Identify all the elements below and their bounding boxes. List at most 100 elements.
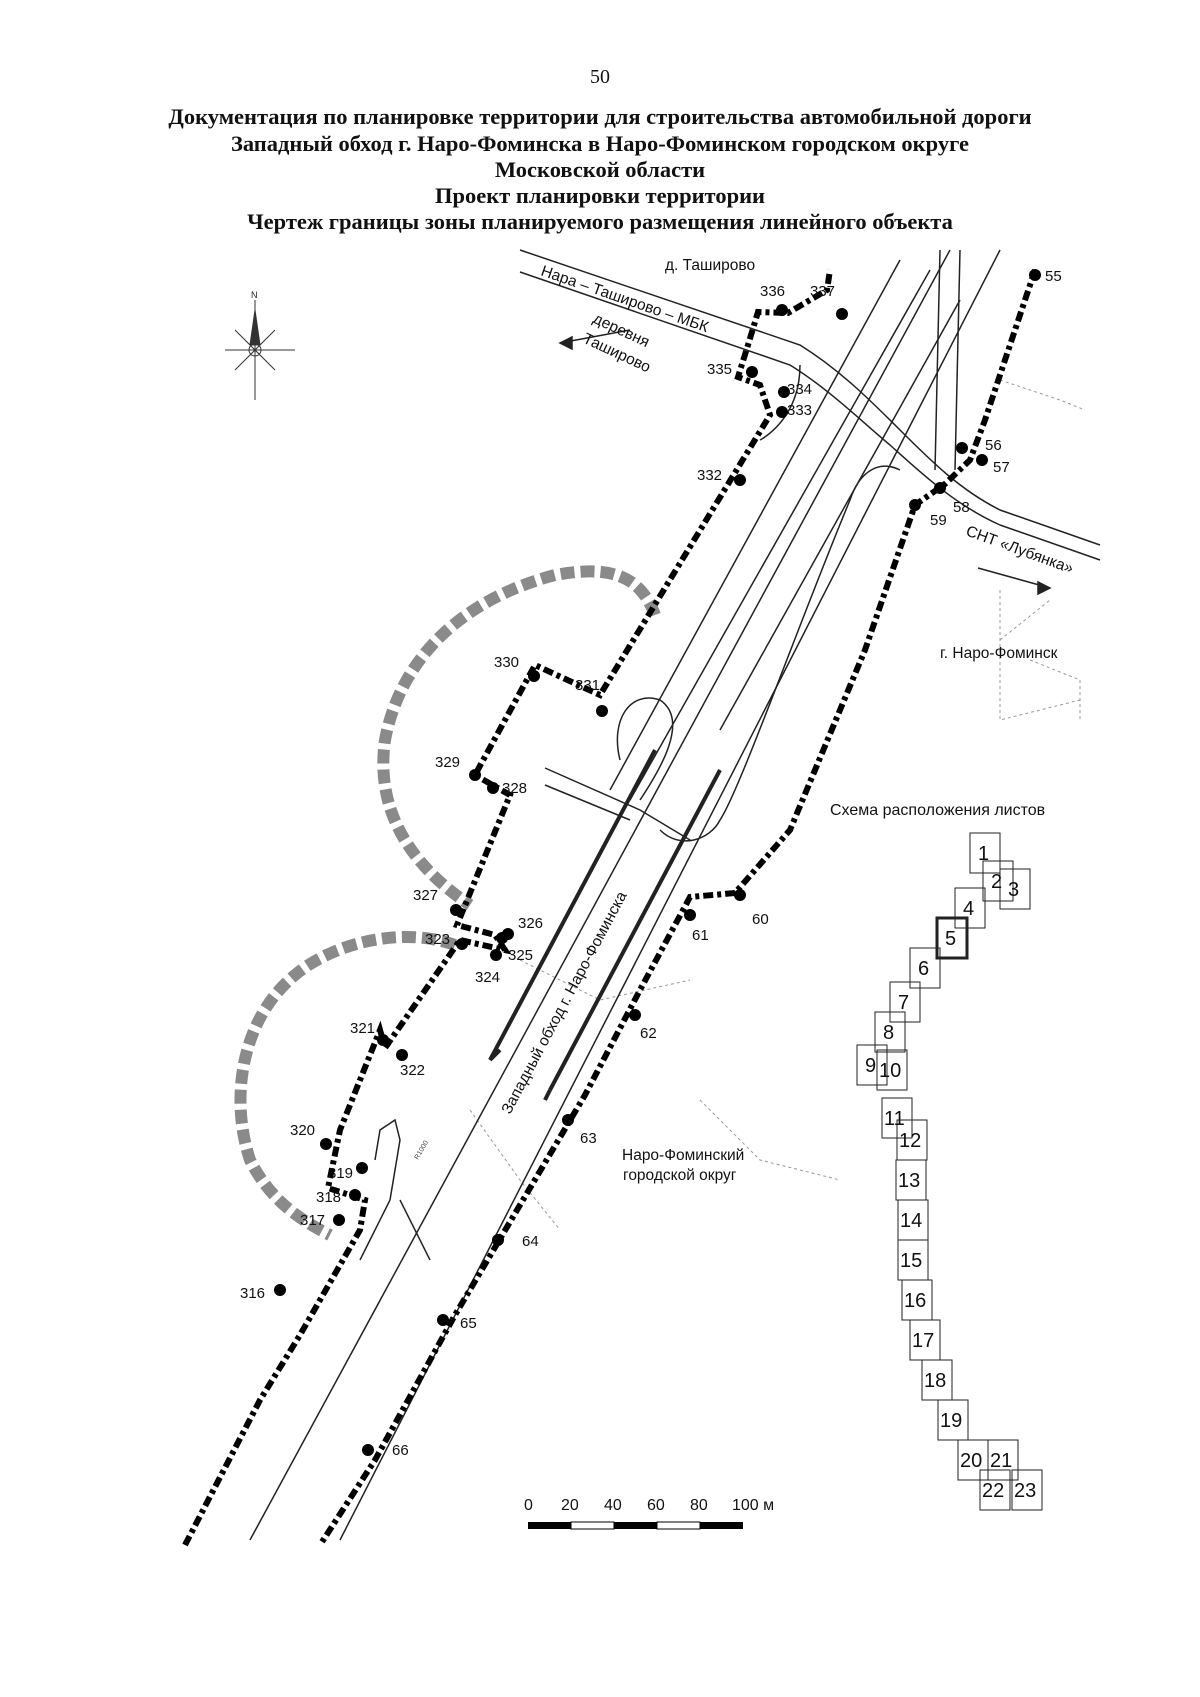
scale-tick-60: 60 <box>647 1497 665 1514</box>
point-label-317: 317 <box>300 1212 325 1229</box>
point-label-324: 324 <box>475 969 500 986</box>
title-line-5: Чертеж границы зоны планируемого размеще… <box>247 209 953 234</box>
point-label-333: 333 <box>787 402 812 419</box>
point-label-57: 57 <box>993 459 1010 476</box>
sheet-box <box>935 916 969 960</box>
point-label-64: 64 <box>522 1233 539 1250</box>
point-label-59: 59 <box>930 512 947 529</box>
road-network <box>249 249 1101 1541</box>
sheet-box <box>856 1044 888 1086</box>
point-label-329: 329 <box>435 754 460 771</box>
point-label-320: 320 <box>290 1122 315 1139</box>
point-label-55: 55 <box>1045 268 1062 285</box>
point-label-336: 336 <box>760 283 785 300</box>
point-label-334: 334 <box>787 381 812 398</box>
sheet-label: 11 <box>884 1108 905 1130</box>
sheet-label: 14 <box>900 1210 922 1232</box>
point-label-332: 332 <box>697 467 722 484</box>
sheet-label: 2 <box>991 871 1002 893</box>
sheet-label: 18 <box>924 1370 946 1392</box>
sheet-label: 10 <box>879 1060 901 1082</box>
district-label-1: Наро-Фоминский <box>622 1147 744 1164</box>
boundary-points <box>274 269 1041 1456</box>
point-label-322: 322 <box>400 1062 425 1079</box>
point-label-316: 316 <box>240 1285 265 1302</box>
sheet-label: 5 <box>945 928 956 950</box>
sheet-box <box>909 947 941 989</box>
sheet-label: 21 <box>990 1450 1012 1472</box>
point-label-330: 330 <box>494 654 519 671</box>
sheet-layout-title: Схема расположения листов <box>830 802 1045 819</box>
zone-boundary <box>234 565 661 1241</box>
point-label-335: 335 <box>707 361 732 378</box>
sheet-label: 12 <box>899 1130 921 1152</box>
sheet-box <box>999 868 1031 910</box>
point-label-63: 63 <box>580 1130 597 1147</box>
sheet-box <box>876 1049 908 1091</box>
village-label: д. Таширово <box>665 257 755 274</box>
scale-tick-20: 20 <box>561 1497 579 1514</box>
sheet-label: 23 <box>1014 1480 1036 1502</box>
point-label-321: 321 <box>350 1020 375 1037</box>
page-number: 50 <box>590 66 610 88</box>
compass-north-letter: N <box>251 290 258 300</box>
title-line-1: Документация по планировке территории дл… <box>168 104 1032 129</box>
point-label-325: 325 <box>508 947 533 964</box>
point-label-337: 337 <box>810 283 835 300</box>
point-label-318: 318 <box>316 1189 341 1206</box>
point-label-58: 58 <box>953 499 970 516</box>
city-label: г. Наро-Фоминск <box>940 645 1058 662</box>
scale-tick-80: 80 <box>690 1497 708 1514</box>
sheet-label: 17 <box>912 1330 934 1352</box>
sheet-label: 3 <box>1008 879 1019 901</box>
cadastral-background <box>469 379 1086 1231</box>
sheet-box <box>969 832 1001 874</box>
sheet-box <box>982 860 1014 902</box>
district-label-2: городской округ <box>623 1167 737 1184</box>
sheet-label: 4 <box>963 898 974 920</box>
radius-label: R1000 <box>414 1140 430 1161</box>
sheet-label: 15 <box>900 1250 922 1272</box>
point-label-62: 62 <box>640 1025 657 1042</box>
sheet-label: 13 <box>898 1170 920 1192</box>
point-label-328: 328 <box>502 780 527 797</box>
scale-tick-40: 40 <box>604 1497 622 1514</box>
sheet-label: 6 <box>918 958 929 980</box>
sheet-box <box>979 1469 1011 1511</box>
point-label-66: 66 <box>392 1442 409 1459</box>
point-label-326: 326 <box>518 915 543 932</box>
sheet-box <box>987 1439 1019 1481</box>
compass-rose: N <box>225 290 295 400</box>
sheet-label: 8 <box>883 1022 894 1044</box>
scale-tick-100: 100 м <box>732 1497 774 1514</box>
point-label-65: 65 <box>460 1315 477 1332</box>
point-label-319: 319 <box>328 1165 353 1182</box>
sheet-box <box>874 1011 906 1053</box>
point-label-323: 323 <box>425 931 450 948</box>
point-label-331: 331 <box>575 677 600 694</box>
title-line-3: Московской области <box>494 157 706 182</box>
sheet-label: 20 <box>960 1450 982 1472</box>
sheet-box <box>937 1399 969 1441</box>
title-line-2: Западный обход г. Наро-Фоминска в Наро-Ф… <box>230 131 970 156</box>
scale-bar: 0 20 40 60 80 100 м <box>524 1497 774 1530</box>
point-label-61: 61 <box>692 927 709 944</box>
title-line-4: Проект планировки территории <box>434 183 766 208</box>
sheet-label: 9 <box>865 1055 876 1077</box>
scale-tick-0: 0 <box>524 1497 533 1514</box>
sheet-label: 7 <box>898 992 909 1014</box>
sheet-box <box>954 887 986 929</box>
sheet-label: 22 <box>982 1480 1004 1502</box>
sheet-box <box>921 1359 953 1401</box>
sheet-label: 1 <box>978 843 989 865</box>
sheet-label: 19 <box>940 1410 962 1432</box>
map-labels: д. Таширово Нара – Таширово – МБК деревн… <box>414 257 1076 1184</box>
point-label-60: 60 <box>752 911 769 928</box>
sheet-box <box>1011 1469 1043 1511</box>
sheet-label: 16 <box>904 1290 926 1312</box>
point-label-56: 56 <box>985 437 1002 454</box>
point-label-327: 327 <box>413 887 438 904</box>
